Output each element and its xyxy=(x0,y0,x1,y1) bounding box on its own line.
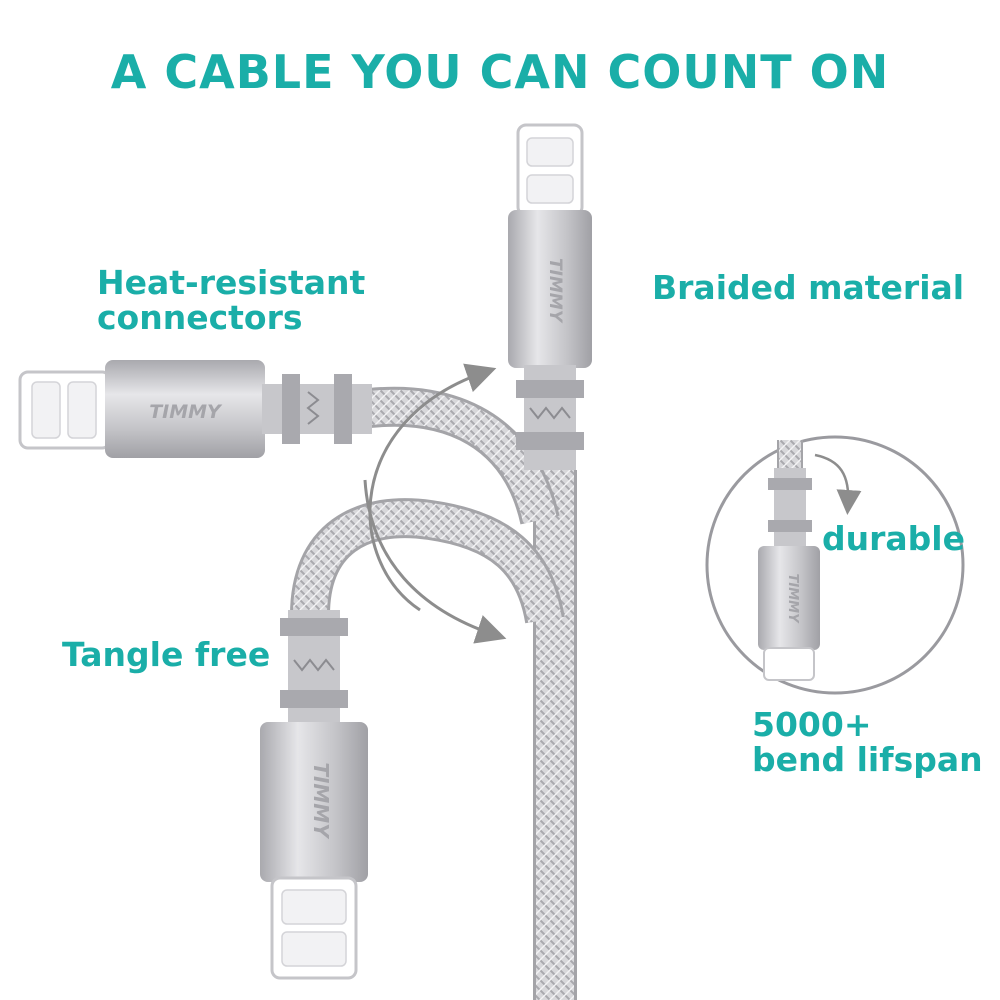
lightning-connector-top xyxy=(508,123,592,470)
brand-logo: TIMMY xyxy=(545,258,565,324)
feature-tangle-free: Tangle free xyxy=(62,635,271,674)
brand-logo: TIMMY xyxy=(309,762,333,840)
durability-inset xyxy=(705,435,965,695)
brand-logo: TIMMY xyxy=(785,574,800,625)
curved-arrow-icon xyxy=(368,363,497,612)
feature-bend-line2: bend lifspan xyxy=(752,739,983,779)
lightning-connector-bottom xyxy=(260,610,368,980)
curved-arrow-icon xyxy=(814,453,862,515)
braided-cable-lower xyxy=(290,498,565,624)
brand-logo: TIMMY xyxy=(149,401,223,423)
feature-bend-lifespan: 5000+ bend lifspan xyxy=(752,705,983,779)
curved-arrow-icon xyxy=(363,479,507,644)
lightning-connector-left xyxy=(18,360,372,458)
headline: A CABLE YOU CAN COUNT ON xyxy=(110,45,890,99)
braided-cable-left xyxy=(368,386,560,525)
feature-bend-line1: 5000+ xyxy=(752,705,872,744)
feature-heat-line2: connectors xyxy=(97,297,303,337)
feature-braided: Braided material xyxy=(652,268,965,307)
feature-durable: durable xyxy=(822,519,965,558)
feature-heat-line1: Heat-resistant xyxy=(97,263,366,302)
feature-heat-resistant: Heat-resistant connectors xyxy=(97,263,366,337)
